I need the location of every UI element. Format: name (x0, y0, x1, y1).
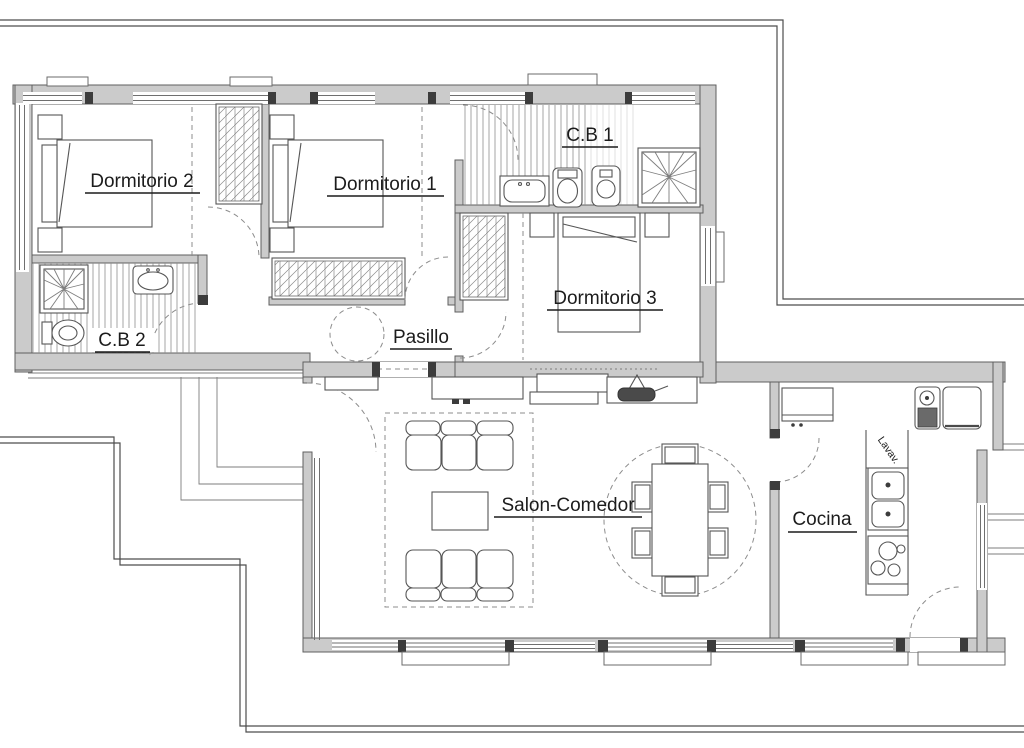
room-bathroom-1 (462, 104, 701, 208)
exterior-steps-right (988, 443, 1024, 555)
window-bay (603, 651, 712, 666)
dishwasher-label: Lavav. (875, 434, 902, 466)
tv-cabinet (431, 376, 524, 404)
window (977, 503, 987, 590)
wall (992, 361, 1004, 451)
door-jamb (770, 429, 780, 438)
room-pasillo (207, 206, 449, 377)
door-arc (207, 206, 260, 259)
washing-machine (914, 386, 941, 430)
nightstand (269, 227, 295, 253)
bed-fold-line (58, 142, 71, 223)
wardrobe (271, 257, 406, 300)
exterior-door-arc (909, 586, 961, 638)
room-label-cb2: C.B 2 (98, 330, 146, 351)
washbasin (499, 175, 550, 207)
entrance-door-arc (306, 382, 377, 453)
sofa (405, 420, 514, 471)
windows (16, 73, 1006, 666)
room-dormitorio-1 (269, 107, 423, 300)
bed-fold-line (289, 142, 302, 223)
wall (454, 159, 464, 208)
double-bed (287, 139, 384, 228)
sideboard (536, 373, 609, 393)
nightstand (644, 212, 670, 238)
wall (715, 361, 1006, 383)
fridge (942, 386, 982, 430)
window-bay (401, 651, 510, 666)
nightstand (269, 114, 295, 140)
double-bed (56, 139, 153, 228)
room-label-cb1: C.B 1 (566, 125, 614, 146)
window (314, 458, 320, 640)
wall (14, 352, 311, 371)
room-cocina (770, 386, 982, 638)
room-label-salon-comedor: Salon-Comedor (501, 495, 635, 516)
labels: Dormitorio 2 Dormitorio 1 C.B 1 Dormitor… (85, 125, 902, 533)
wardrobe (215, 103, 263, 205)
window-sill (46, 76, 89, 87)
bed-headboard (41, 144, 58, 223)
shower (39, 264, 89, 314)
shower (637, 147, 701, 208)
window (23, 92, 695, 104)
rug-outline (384, 412, 534, 608)
room-dormitorio-3 (459, 212, 670, 370)
door-arc (404, 256, 449, 301)
door-jamb (428, 362, 436, 377)
room-salon-comedor (306, 373, 757, 608)
room-bathroom-2 (33, 263, 208, 356)
room-label-dormitorio-3: Dormitorio 3 (553, 288, 656, 309)
door-threshold (917, 651, 1006, 666)
toilet (552, 167, 583, 208)
room-dormitorio-2 (37, 103, 263, 256)
door-arc (774, 437, 820, 483)
room-label-dormitorio-2: Dormitorio 2 (90, 171, 193, 192)
room-label-pasillo: Pasillo (393, 327, 449, 348)
wall (31, 254, 199, 264)
toilet (41, 319, 85, 347)
door-arc (459, 311, 507, 359)
stove-fireplace (606, 373, 698, 404)
wall (302, 451, 313, 653)
window-bay (800, 651, 909, 666)
window-sill (229, 76, 273, 87)
door-jamb (198, 295, 208, 305)
wardrobe (459, 212, 509, 301)
stove (867, 535, 909, 585)
room-label-cocina: Cocina (792, 509, 852, 530)
door-arc (149, 302, 203, 356)
door-jamb (372, 362, 380, 377)
ceiling-feature (329, 306, 385, 362)
sideboard (529, 391, 599, 405)
bed-headboard (272, 144, 289, 223)
nightstand (37, 227, 63, 253)
wall (302, 376, 313, 384)
dining-chair (631, 443, 729, 597)
nightstand (529, 212, 555, 238)
entry-cabinet (324, 376, 379, 391)
site-boundary (0, 19, 1024, 733)
kitchen-sink (867, 467, 909, 531)
door-jamb (770, 481, 780, 490)
coffee-table (431, 491, 489, 531)
dining-table (651, 463, 709, 577)
label-backing (90, 328, 154, 352)
opening (377, 362, 430, 377)
kitchen-cabinet (781, 387, 834, 427)
window (16, 103, 29, 272)
bidet (591, 165, 621, 207)
entry-steps (28, 372, 303, 501)
nightstand (37, 114, 63, 140)
sofa (405, 549, 514, 602)
wall (769, 481, 780, 639)
window (701, 226, 725, 286)
washbasin (132, 265, 174, 295)
room-label-dormitorio-1: Dormitorio 1 (333, 174, 436, 195)
window-sill (527, 73, 598, 86)
double-bed (557, 212, 641, 333)
window (332, 638, 968, 652)
door-arc (462, 104, 519, 161)
